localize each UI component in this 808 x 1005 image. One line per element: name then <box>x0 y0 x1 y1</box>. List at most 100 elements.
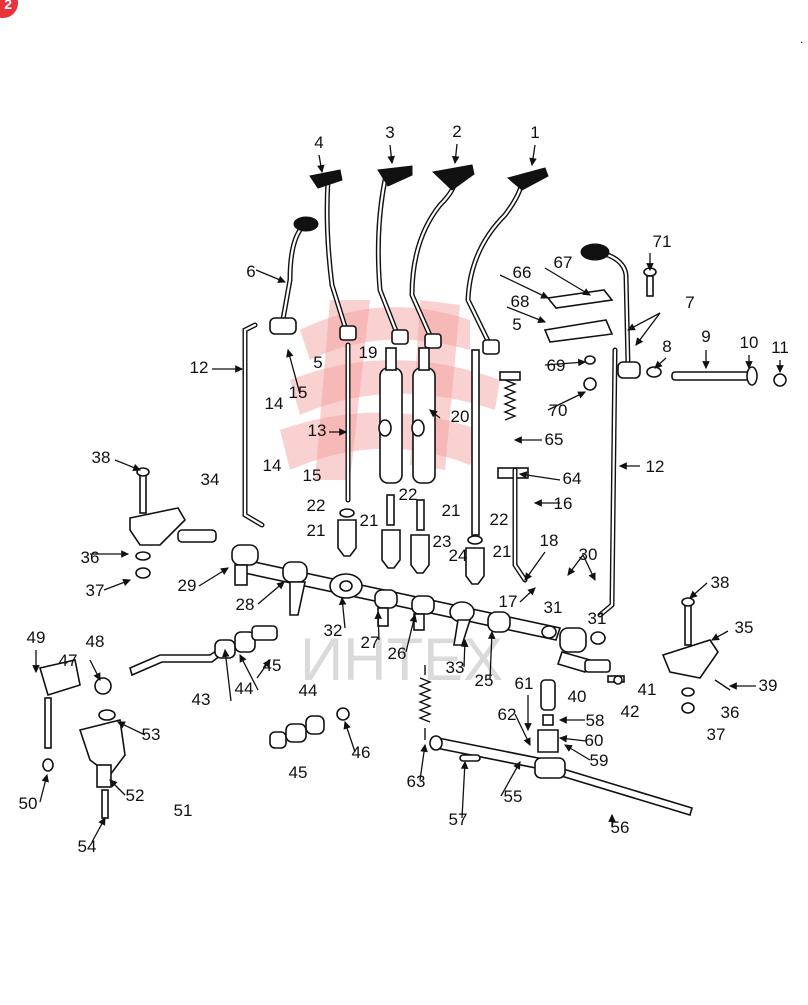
leader-arrowhead <box>513 760 521 770</box>
leader-arrowhead <box>523 737 531 747</box>
rod-43 <box>129 643 226 677</box>
leader-arrowhead <box>518 471 528 479</box>
callout-label: 59 <box>590 751 609 770</box>
lever-7 <box>580 243 641 379</box>
callout-label: 41 <box>638 680 657 699</box>
leader-arrowhead <box>132 463 142 471</box>
lever-6 <box>269 216 319 335</box>
callout-label: 38 <box>92 448 111 467</box>
callout-label: 46 <box>352 743 371 762</box>
callout-label: 11 <box>771 338 789 357</box>
callout-label: 12 <box>190 358 209 377</box>
control-lever-1 <box>465 167 549 355</box>
leader-arrowhead <box>577 358 587 367</box>
callout-label: 15 <box>303 466 322 485</box>
callout-label: 69 <box>547 356 566 375</box>
callout-label: 7 <box>685 293 694 312</box>
leader-arrowhead <box>527 587 536 596</box>
leader-line <box>461 761 466 819</box>
callout-label: 49 <box>27 628 46 647</box>
callout-label: 44 <box>299 681 318 700</box>
callout-label: 33 <box>446 658 465 677</box>
callout-label: 60 <box>585 731 604 750</box>
hydraulic-cylinder-20 <box>411 347 436 484</box>
callout-label: 56 <box>611 818 630 837</box>
callout-label: 21 <box>360 511 379 530</box>
leader-arrowhead <box>429 409 438 418</box>
callout-label: 29 <box>178 576 197 595</box>
callout-label: 18 <box>540 531 559 550</box>
clevis-21-c <box>410 499 430 574</box>
leader-arrowhead <box>374 610 383 619</box>
leader-arrowhead <box>689 590 698 599</box>
leader-arrowhead <box>563 744 573 752</box>
nut-70 <box>583 355 597 391</box>
spring-65 <box>499 371 521 421</box>
page-badge: 2 <box>0 0 18 18</box>
callout-label: 44 <box>235 679 254 698</box>
callout-label: 22 <box>490 510 509 529</box>
leader-arrowhead <box>618 462 627 470</box>
callout-label: 66 <box>513 263 532 282</box>
callout-label: 20 <box>451 407 470 426</box>
callout-label: 12 <box>646 457 665 476</box>
callout-label: 52 <box>126 786 145 805</box>
callout-label: 31 <box>588 609 607 628</box>
callout-label: 70 <box>549 401 568 420</box>
callout-label: 31 <box>544 598 563 617</box>
leader-line <box>287 349 301 395</box>
leader-arrowhead <box>338 596 347 606</box>
spring-63 <box>418 665 432 740</box>
leader-arrowhead <box>451 155 460 165</box>
callout-label: 36 <box>81 548 100 567</box>
leader-arrowhead <box>558 716 567 724</box>
leader-arrowhead <box>93 672 101 682</box>
callout-label: 17 <box>499 592 518 611</box>
callout-label: 22 <box>399 485 418 504</box>
callout-label: 50 <box>19 794 38 813</box>
leader-arrowhead <box>524 723 532 732</box>
callout-label: 5 <box>512 315 521 334</box>
callout-label: 35 <box>735 618 754 637</box>
callout-label: 68 <box>511 292 530 311</box>
callout-label: 19 <box>359 343 378 362</box>
bracket-34 <box>129 467 217 579</box>
leader-arrowhead <box>420 743 428 753</box>
leader-arrowhead <box>460 638 469 647</box>
callout-label: 37 <box>707 725 726 744</box>
callout-label: 28 <box>236 595 255 614</box>
page-badge-text: 2 <box>4 0 12 12</box>
callout-label: 45 <box>289 763 308 782</box>
leader-line <box>547 391 586 411</box>
callout-label: 3 <box>385 123 394 142</box>
leader-arrowhead <box>487 630 496 639</box>
leader-arrowhead <box>41 773 49 783</box>
callout-label: 13 <box>308 421 327 440</box>
callout-label: 23 <box>433 532 452 551</box>
leader-arrowhead <box>32 665 40 674</box>
callout-label: 71 <box>653 232 672 251</box>
leader-arrowhead <box>654 360 663 369</box>
crank-25 <box>487 611 511 633</box>
leader-line <box>544 267 591 296</box>
clevis-47 <box>38 659 112 772</box>
leader-arrowhead <box>710 633 720 641</box>
leader-arrowhead <box>728 682 737 690</box>
callout-label: 14 <box>263 456 282 475</box>
leader-arrowhead <box>540 291 550 299</box>
clevis-21-b <box>381 494 401 569</box>
leader-arrowhead <box>608 813 616 822</box>
callout-label: 45 <box>263 656 282 675</box>
watermark-text: ИНТЕХ <box>300 626 503 693</box>
callout-label: 62 <box>498 705 517 724</box>
callout-label: 42 <box>621 702 640 721</box>
pin-57 <box>459 754 481 762</box>
leader-arrowhead <box>121 550 130 558</box>
control-lever-4 <box>309 169 357 341</box>
crank-26 <box>411 595 435 631</box>
callout-label: 53 <box>142 725 161 744</box>
callout-label: 21 <box>442 501 461 520</box>
callout-label: 40 <box>568 687 587 706</box>
